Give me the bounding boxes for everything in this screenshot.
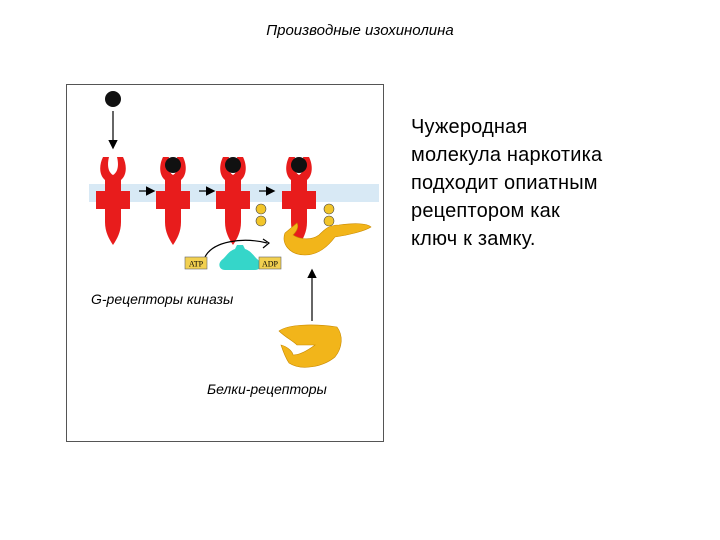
proteins-label: Белки-рецепторы: [207, 381, 327, 397]
phosphate-icon: [323, 203, 335, 215]
slide-title: Производные изохинолина: [266, 22, 454, 39]
bound-protein-receptor: [283, 222, 372, 256]
kinases-label: G-рецепторы киназы: [91, 291, 234, 307]
adp-label: ADP: [262, 260, 279, 269]
caption-line: рецептором как: [411, 200, 560, 222]
bound-ligand-1: [165, 157, 181, 173]
phosphate-icon: [255, 203, 267, 215]
free-protein-receptor: [278, 324, 342, 368]
caption: Чужеродная молекула наркотика подходит о…: [411, 113, 711, 253]
bound-ligand-3: [291, 157, 307, 173]
caption-line: Чужеродная: [411, 116, 528, 138]
atp-box: [184, 256, 208, 270]
receptor-empty: [96, 157, 130, 245]
phosphate-icon: [323, 215, 335, 227]
adp-box: [258, 256, 282, 270]
reaction-arrow: [204, 239, 268, 258]
kinase-enzyme: [219, 245, 261, 270]
diagram-frame: ATP ADP G-рецепторы киназы Белки-рецепто…: [66, 84, 384, 442]
bound-ligand-2: [225, 157, 241, 173]
caption-line: ключ к замку.: [411, 228, 536, 250]
caption-line: молекула наркотика: [411, 144, 603, 166]
ligand-molecule: [105, 91, 121, 107]
phosphate-icon: [255, 215, 267, 227]
caption-line: подходит опиатным: [411, 172, 598, 194]
atp-label: ATP: [189, 260, 204, 269]
signaling-diagram: ATP ADP: [89, 91, 379, 368]
